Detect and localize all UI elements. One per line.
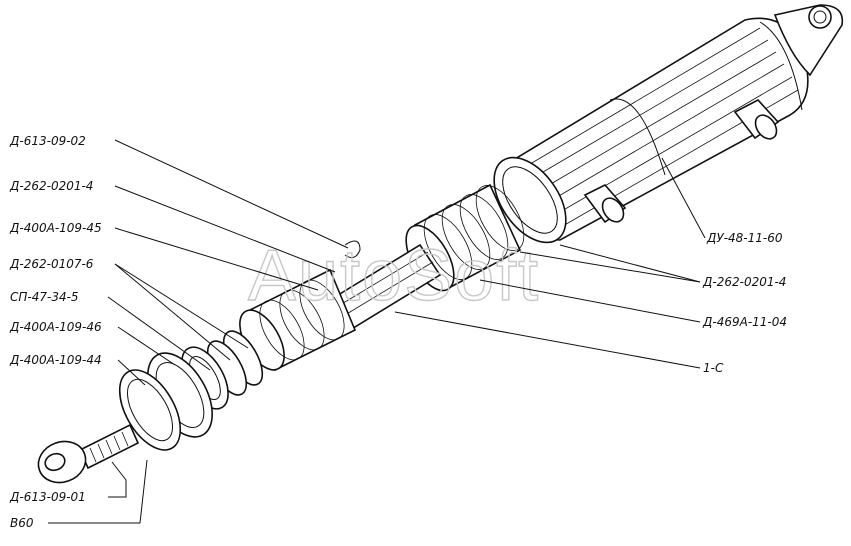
rod-end-eye (37, 423, 140, 484)
washers (118, 352, 213, 451)
cylinder-body (493, 4, 844, 244)
label-d262-0201-4-left: Д-262-0201-4 (9, 179, 93, 193)
label-d262-0107-6: Д-262-0107-6 (9, 257, 94, 271)
rod-gland (239, 268, 357, 372)
watermark: AutoSoft (248, 236, 540, 316)
label-sp-47-34-5: СП-47-34-5 (10, 290, 79, 304)
label-1-c: 1-С (703, 361, 724, 375)
seal-rings (181, 330, 264, 410)
label-d613-09-01: Д-613-09-01 (9, 490, 86, 504)
label-d400a-109-46: Д-400А-109-46 (9, 320, 102, 334)
label-d613-09-02: Д-613-09-02 (9, 134, 86, 148)
cotter-pin (344, 240, 361, 259)
part-labels: Д-613-09-02 Д-262-0201-4 Д-400А-109-45 Д… (9, 134, 787, 530)
label-d400a-109-44: Д-400А-109-44 (9, 353, 102, 367)
label-du-48-11-60: ДУ-48-11-60 (706, 231, 783, 245)
label-v60: В60 (10, 516, 34, 530)
piston-assembly (405, 183, 525, 292)
label-d469a-11-04: Д-469А-11-04 (702, 315, 787, 329)
leader-lines (48, 139, 706, 524)
label-d400a-109-45: Д-400А-109-45 (9, 221, 102, 235)
label-d262-0201-4-right: Д-262-0201-4 (702, 275, 786, 289)
